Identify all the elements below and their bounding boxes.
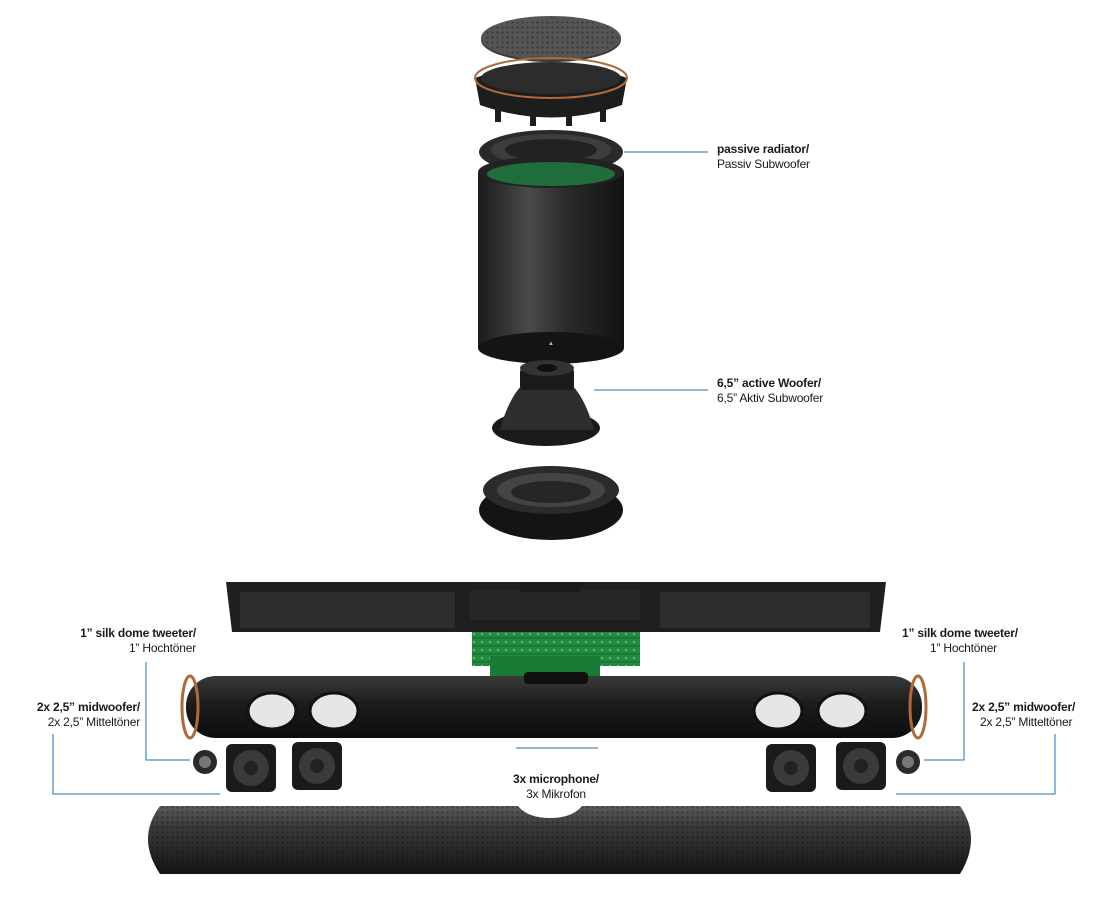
leader-tweeter-right bbox=[924, 662, 965, 761]
leader-tweeter-left bbox=[145, 662, 190, 761]
driver-tube bbox=[180, 672, 928, 740]
leader-midwoofer-right bbox=[896, 734, 1056, 795]
subwoofer-cylinder: ▲ bbox=[478, 156, 624, 364]
top-grille-disc bbox=[481, 16, 621, 62]
label-midwoofer-left: 2x 2,5” midwoofer/ 2x 2,5” Mitteltöner bbox=[0, 700, 140, 730]
label-midwoofer-right: 2x 2,5” midwoofer/ 2x 2,5” Mitteltöner bbox=[972, 700, 1075, 730]
leader-lines bbox=[52, 151, 1056, 795]
label-passive-radiator: passive radiator/ Passiv Subwoofer bbox=[717, 142, 810, 172]
label-microphone: 3x microphone/ 3x Mikrofon bbox=[486, 772, 626, 802]
tweeter-left bbox=[193, 750, 217, 774]
label-midwoofer-left-primary: 2x 2,5” midwoofer/ bbox=[36, 700, 140, 714]
midwoofer-right-2 bbox=[836, 742, 886, 790]
label-tweeter-right-primary: 1” silk dome tweeter/ bbox=[902, 626, 1018, 640]
svg-text:▲: ▲ bbox=[548, 341, 554, 347]
base-ring bbox=[479, 466, 623, 540]
label-passive-radiator-secondary: Passiv Subwoofer bbox=[717, 157, 810, 171]
label-tweeter-right-secondary: 1” Hochtöner bbox=[930, 641, 997, 655]
label-microphone-secondary: 3x Mikrofon bbox=[526, 787, 586, 801]
tube-driver-holes bbox=[246, 691, 868, 731]
label-tweeter-left-primary: 1” silk dome tweeter/ bbox=[80, 626, 196, 640]
leader-midwoofer-left bbox=[52, 734, 220, 795]
front-grille bbox=[148, 806, 971, 874]
pcb-board bbox=[472, 632, 640, 676]
label-active-woofer-primary: 6,5” active Woofer/ bbox=[717, 376, 822, 390]
label-active-woofer: 6,5” active Woofer/ 6,5” Aktiv Subwoofer bbox=[717, 376, 823, 406]
label-passive-radiator-primary: passive radiator/ bbox=[717, 142, 809, 156]
label-tweeter-left: 1” silk dome tweeter/ 1” Hochtöner bbox=[40, 626, 196, 656]
label-midwoofer-right-primary: 2x 2,5” midwoofer/ bbox=[972, 700, 1076, 714]
label-active-woofer-secondary: 6,5” Aktiv Subwoofer bbox=[717, 391, 824, 405]
label-midwoofer-left-secondary: 2x 2,5” Mitteltöner bbox=[47, 715, 140, 729]
midwoofer-left-2 bbox=[292, 742, 342, 790]
midwoofer-right-1 bbox=[766, 744, 816, 792]
midwoofer-left-1 bbox=[226, 744, 276, 792]
label-tweeter-left-secondary: 1” Hochtöner bbox=[129, 641, 196, 655]
tweeter-right bbox=[896, 750, 920, 774]
label-tweeter-right: 1” silk dome tweeter/ 1” Hochtöner bbox=[902, 626, 1018, 656]
active-woofer bbox=[492, 360, 600, 446]
top-ring-mount bbox=[474, 57, 628, 126]
soundbar-back-cover bbox=[226, 582, 886, 632]
label-microphone-primary: 3x microphone/ bbox=[513, 772, 599, 786]
label-midwoofer-right-secondary: 2x 2,5” Mitteltöner bbox=[980, 715, 1073, 729]
